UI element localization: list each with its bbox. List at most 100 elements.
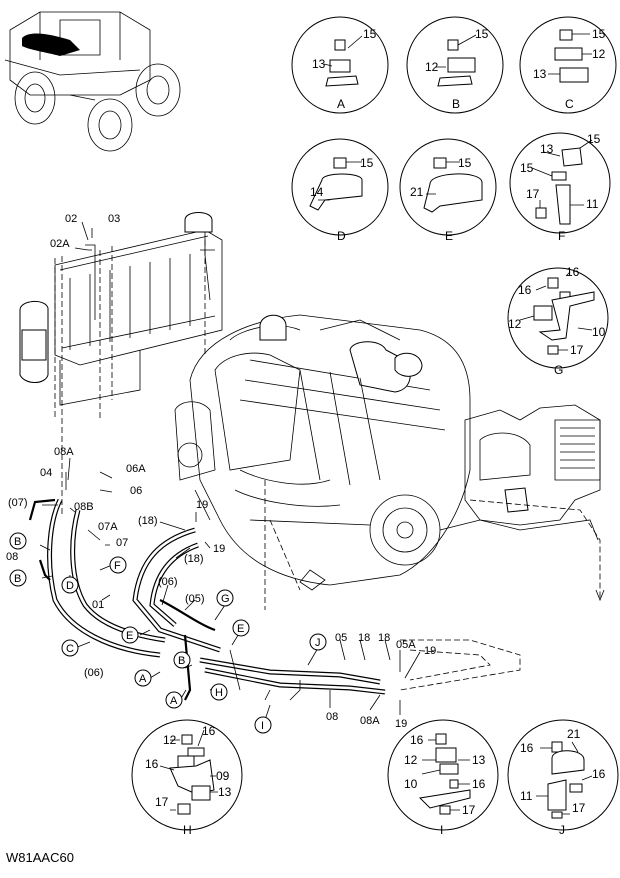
callout-labels: 02 03 02A 08A 04 06A 06 (07) 08B 07A 07 … [6, 213, 436, 730]
bubble-F: F [114, 560, 121, 572]
detail-F-label-13: 13 [540, 142, 554, 156]
detail-J-label-11: 11 [520, 789, 533, 803]
callout-07b: 07 [116, 537, 128, 549]
detail-F-id: F [558, 229, 565, 243]
callout-19c: 19 [424, 645, 436, 657]
detail-G-label-10: 10 [592, 325, 606, 339]
callout-05: 05 [335, 632, 347, 644]
callout-06c: (06) [84, 667, 104, 679]
bubble-B-3: B [178, 655, 185, 667]
detail-I-id: I [440, 823, 443, 837]
detail-A-label-13: 13 [312, 57, 326, 71]
detail-F: 15 13 15 17 11 F [509, 132, 611, 243]
detail-H-label-17: 17 [155, 795, 169, 809]
detail-D: 15 14 D [291, 138, 389, 243]
callout-02: 02 [65, 213, 77, 225]
callout-02A: 02A [50, 238, 70, 250]
bubble-J: J [315, 637, 321, 649]
callout-06p: (06) [158, 576, 178, 588]
bubble-B-2: B [14, 573, 21, 585]
detail-E: 15 21 E [399, 138, 497, 243]
detail-I-label-17: 17 [462, 803, 476, 817]
bubble-C: C [66, 643, 74, 655]
detail-D-label-15: 15 [360, 156, 374, 170]
detail-C-id: C [565, 97, 574, 111]
detail-H-label-13: 13 [218, 785, 232, 799]
callout-19a: 19 [196, 499, 208, 511]
callout-01: 01 [92, 599, 104, 611]
detail-C-label-15: 15 [592, 27, 606, 41]
detail-G-id: G [554, 363, 563, 377]
leader-lines [39, 221, 421, 721]
detail-G-label-12: 12 [508, 317, 522, 331]
detail-I-label-16b: 16 [472, 777, 486, 791]
callout-19d: 19 [395, 718, 407, 730]
callout-06A: 06A [126, 463, 146, 475]
detail-J-label-16b: 16 [592, 767, 606, 781]
callout-08b: 08 [326, 711, 338, 723]
detail-C: 15 12 13 C [519, 16, 617, 114]
bubble-E: E [126, 630, 133, 642]
detail-D-label-14: 14 [310, 185, 324, 199]
callout-08A: 08A [54, 446, 74, 458]
diagram-code: W81AAC60 [6, 850, 74, 865]
bubble-H: H [215, 687, 223, 699]
detail-B-label-15: 15 [475, 27, 489, 41]
detail-G-label-17: 17 [570, 343, 584, 357]
detail-A: 15 13 A [291, 16, 389, 114]
callout-08: 08 [6, 551, 18, 563]
callout-18c: 18 [378, 632, 390, 644]
callout-08Ab: 08A [360, 715, 380, 727]
detail-F-label-17: 17 [526, 187, 540, 201]
detail-H-label-09: 09 [216, 769, 230, 783]
transmission-assembly [439, 404, 605, 602]
callout-18: 18 [358, 632, 370, 644]
detail-I-label-10: 10 [404, 777, 418, 791]
detail-G: 16 16 12 10 17 G [507, 265, 609, 377]
detail-J-label-17: 17 [572, 801, 586, 815]
callout-03: 03 [108, 213, 120, 225]
callout-19b: 19 [213, 543, 225, 555]
bubble-B: B [14, 536, 21, 548]
detail-I: 16 12 13 10 16 17 I [387, 719, 499, 837]
detail-J-id: J [559, 823, 565, 837]
detail-I-label-12: 12 [404, 753, 418, 767]
callout-07: (07) [8, 497, 28, 509]
detail-A-label-15: 15 [363, 27, 377, 41]
detail-bubbles: B B D F G E E C A B A H J I [9, 532, 327, 734]
detail-I-label-16a: 16 [410, 733, 424, 747]
detail-J: 21 16 16 11 17 J [507, 719, 619, 837]
bubble-I: I [261, 720, 264, 732]
engine-assembly [174, 314, 471, 610]
detail-I-label-13: 13 [472, 753, 486, 767]
detail-D-id: D [337, 229, 346, 243]
callout-18a: (18) [138, 515, 158, 527]
callout-05p: (05) [185, 593, 205, 605]
detail-B: 15 12 B [406, 16, 504, 114]
detail-G-label-16a: 16 [566, 265, 580, 279]
callout-18b: (18) [184, 553, 204, 565]
callout-06: 06 [130, 485, 142, 497]
callout-07A: 07A [98, 521, 118, 533]
machine-thumbnail [4, 11, 181, 152]
bubble-G: G [221, 593, 230, 605]
radiator-assembly [19, 212, 223, 515]
detail-F-label-15b: 15 [520, 161, 534, 175]
bubble-A: A [139, 673, 147, 685]
detail-H-label-16a: 16 [202, 724, 216, 738]
detail-H-label-12: 12 [163, 733, 177, 747]
cooler-hoses [28, 498, 521, 701]
detail-H-label-16b: 16 [145, 757, 159, 771]
callout-08B: 08B [74, 501, 94, 513]
detail-E-label-15: 15 [458, 156, 472, 170]
detail-C-label-13: 13 [533, 67, 547, 81]
detail-A-id: A [337, 97, 345, 111]
detail-B-id: B [452, 97, 460, 111]
detail-B-label-12: 12 [425, 60, 439, 74]
detail-E-id: E [445, 229, 453, 243]
callout-05A: 05A [396, 639, 416, 651]
detail-C-label-12: 12 [592, 47, 606, 61]
detail-G-label-16b: 16 [518, 283, 532, 297]
